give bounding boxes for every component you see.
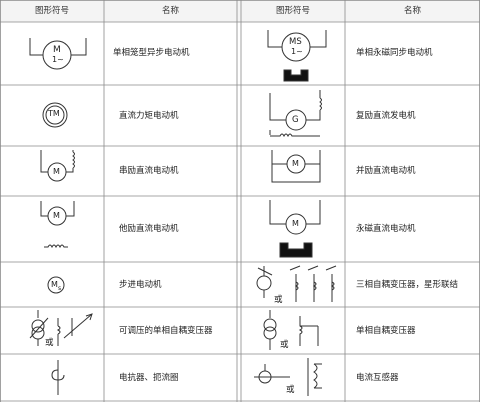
symbol-dc-series-motor [40, 150, 75, 182]
symbol-dc-shunt-motor [271, 150, 321, 183]
motor-label: M [53, 167, 60, 176]
symbol-current-transformer [254, 358, 322, 396]
header-symbol-left: 图形符号 [34, 6, 69, 16]
symbol-single-phase-squirrel-cage-motor [29, 38, 87, 70]
name-cell: 单相自耦变压器 [356, 326, 416, 336]
motor-label: TM [48, 109, 60, 118]
header-name-left: 名称 [161, 6, 179, 16]
motor-sublabel: 1~ [291, 47, 303, 56]
name-cell: 电流互感器 [356, 373, 399, 383]
symbol-dc-torque-motor [42, 102, 68, 128]
symbol-three-phase-autotransformer-star [256, 265, 337, 302]
name-cell: 复励直流发电机 [356, 111, 416, 121]
symbol-single-phase-autotransformer [263, 310, 319, 350]
or-label: 或 [45, 338, 54, 348]
symbol-reactor [51, 360, 65, 395]
header-band [0, 0, 480, 22]
motor-label: M [53, 211, 60, 220]
or-label: 或 [286, 385, 295, 395]
symbol-adjustable-autotransformer [29, 310, 93, 346]
motor-sublabel: 1~ [52, 55, 64, 64]
name-cell: 并励直流电动机 [356, 166, 416, 176]
motor-label: M [292, 219, 299, 228]
name-cell: 单相笼型异步电动机 [113, 48, 190, 58]
motor-label: M [51, 280, 58, 289]
motor-label: G [292, 115, 299, 125]
name-cell: 单相永磁同步电动机 [356, 48, 433, 58]
or-label: 或 [280, 340, 289, 350]
name-cell: 电抗器、扼流圈 [119, 373, 179, 383]
symbol-stepper-motor [47, 276, 65, 294]
header-symbol-right: 图形符号 [275, 6, 310, 16]
or-label: 或 [274, 295, 283, 305]
name-cell: 永磁直流电动机 [356, 224, 416, 234]
motor-label: M [292, 159, 299, 168]
motor-label: MS [289, 37, 302, 47]
motor-sub: s [58, 285, 62, 292]
symbol-dc-separately-excited-motor [40, 201, 75, 249]
name-cell: 直流力矩电动机 [119, 111, 179, 121]
symbol-pm-dc-motor [269, 200, 321, 258]
name-cell: 步进电动机 [119, 280, 162, 290]
name-cell: 他励直流电动机 [119, 224, 179, 234]
symbol-compound-dc-generator [269, 90, 322, 138]
name-cell: 串励直流电动机 [119, 166, 179, 176]
name-cell: 可调压的单相自耦变压器 [119, 326, 213, 336]
symbol-single-phase-pm-synchronous-motor [267, 30, 327, 82]
motor-label: M [53, 45, 61, 55]
header-name-right: 名称 [403, 6, 421, 16]
name-cell: 三相自耦变压器，星形联结 [356, 280, 459, 290]
